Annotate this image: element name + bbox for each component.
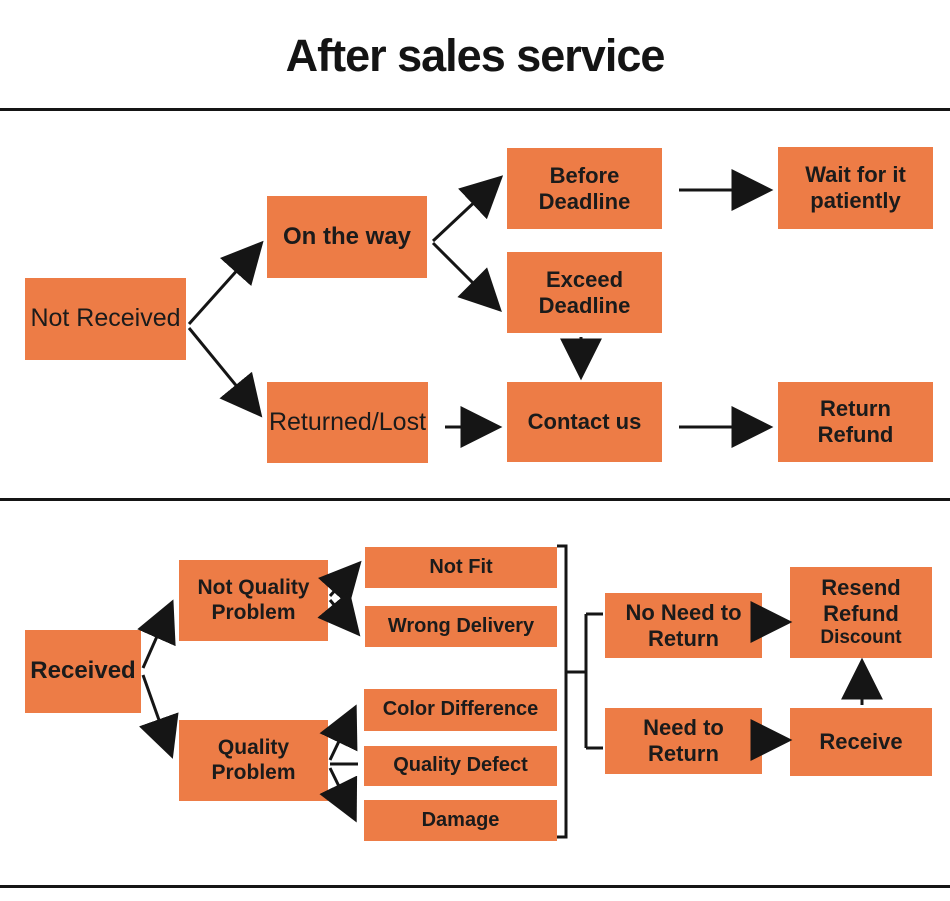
node-before-deadline: Before Deadline	[507, 148, 662, 229]
arrow-not-received-to-on-the-way	[187, 240, 264, 326]
bracket-fork	[566, 612, 603, 750]
page-title: After sales service	[285, 30, 666, 81]
divider-bottom	[0, 885, 950, 888]
arrow-not-received-to-returned-lost	[187, 327, 263, 418]
node-quality-problem: Quality Problem	[179, 720, 328, 801]
node-damage: Damage	[364, 800, 557, 841]
node-receive: Receive	[790, 708, 932, 776]
bracket-right	[557, 544, 568, 839]
node-return-refund: Return Refund	[778, 382, 933, 462]
node-on-the-way: On the way	[267, 196, 427, 278]
node-need-to-return: Need to Return	[605, 708, 762, 774]
divider-middle	[0, 498, 950, 501]
node-exceed-deadline: Exceed Deadline	[507, 252, 662, 333]
node-not-fit: Not Fit	[365, 547, 557, 588]
arrow-not-quality-to-wrong-delivery	[317, 590, 361, 637]
arrow-not-quality-to-not-fit	[317, 560, 362, 607]
arrow-received-to-quality-problem	[138, 674, 179, 759]
node-contact-us: Contact us	[507, 382, 662, 462]
divider-top	[0, 108, 950, 111]
arrow-received-to-not-quality-problem	[137, 599, 176, 669]
node-not-received: Not Received	[25, 278, 186, 360]
node-resend-refund-discount: Resend Refund Discount	[790, 567, 932, 658]
node-received: Received	[25, 630, 141, 713]
node-not-quality-problem: Not Quality Problem	[179, 560, 328, 641]
arrow-quality-to-damage	[319, 767, 358, 823]
node-color-difference: Color Difference	[364, 689, 557, 731]
arrow-on-the-way-to-exceed-deadline	[431, 241, 502, 312]
node-returned-lost: Returned/Lost	[267, 382, 428, 463]
node-wait-patiently: Wait for it patiently	[778, 147, 933, 229]
arrow-quality-to-color-difference	[319, 704, 358, 761]
node-quality-defect: Quality Defect	[364, 746, 557, 786]
arrow-on-the-way-to-before-deadline	[431, 175, 504, 243]
node-no-need-to-return: No Need to Return	[605, 593, 762, 658]
node-wrong-delivery: Wrong Delivery	[365, 606, 557, 647]
